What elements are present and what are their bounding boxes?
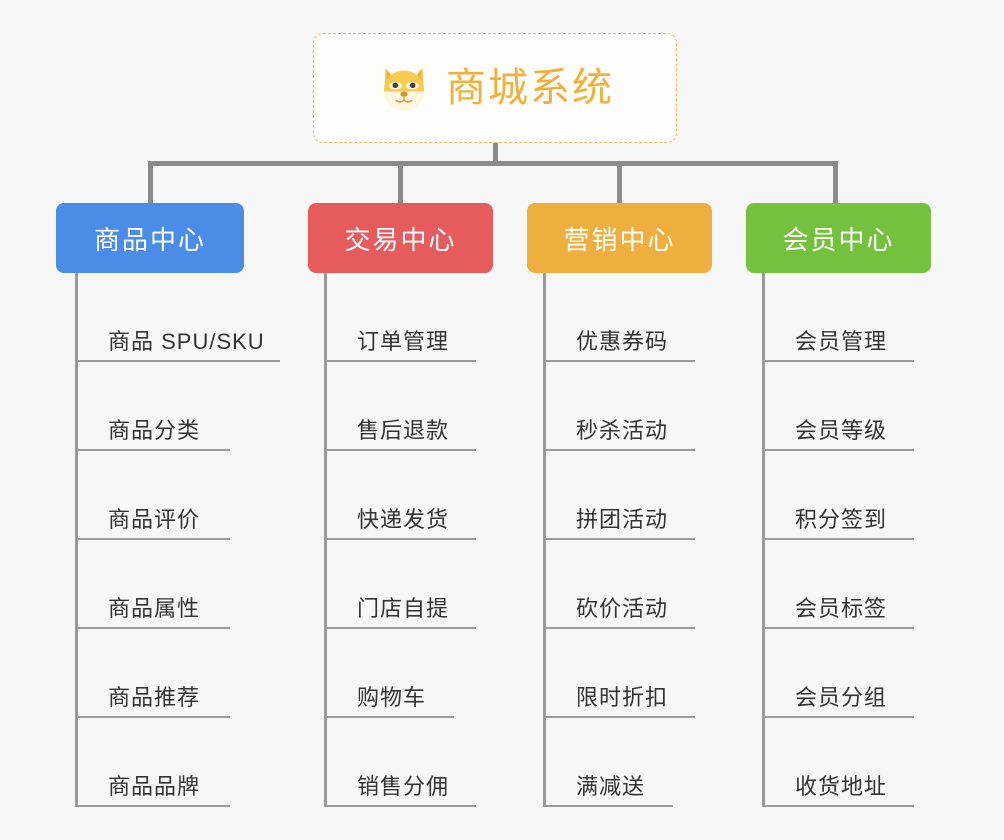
leaf-underline — [762, 627, 914, 629]
leaf-item[interactable]: 商品品牌 — [75, 718, 265, 807]
shiba-dog-face-icon — [376, 60, 432, 116]
leaf-underline — [75, 805, 230, 807]
leaf-item-label: 积分签到 — [795, 507, 888, 532]
leaf-underline — [75, 716, 230, 718]
connector-drop-marketing-center — [617, 161, 622, 203]
leaf-item-label: 砍价活动 — [576, 596, 669, 621]
leaf-underline — [75, 360, 280, 362]
leaf-item[interactable]: 满减送 — [543, 718, 673, 807]
leaf-item[interactable]: 限时折扣 — [543, 629, 695, 718]
leaf-column-product-center: 商品 SPU/SKU 商品分类 商品评价 商品属性 商品推荐 商品品牌 — [75, 273, 280, 807]
leaf-item-label: 商品分类 — [108, 418, 201, 443]
leaf-item[interactable]: 商品分类 — [75, 362, 265, 451]
connector-drop-member-center — [833, 161, 838, 203]
connector-root-stem — [493, 143, 498, 163]
category-header-label: 商品中心 — [93, 224, 206, 255]
leaf-item-label: 优惠券码 — [576, 329, 669, 354]
leaf-item[interactable]: 优惠券码 — [543, 273, 695, 362]
leaf-underline — [324, 805, 476, 807]
leaf-item[interactable]: 商品评价 — [75, 451, 265, 540]
leaf-item-label: 拼团活动 — [576, 507, 669, 532]
leaf-underline — [543, 716, 695, 718]
leaf-item[interactable]: 门店自提 — [324, 540, 476, 629]
leaf-underline — [543, 538, 695, 540]
leaf-underline — [762, 538, 914, 540]
leaf-item-label: 订单管理 — [357, 329, 450, 354]
leaf-underline — [324, 716, 454, 718]
leaf-item-label: 快递发货 — [357, 507, 450, 532]
connector-drop-product-center — [148, 161, 153, 203]
leaf-item-label: 会员等级 — [795, 418, 888, 443]
leaf-item[interactable]: 会员管理 — [762, 273, 914, 362]
leaf-item[interactable]: 商品 SPU/SKU — [75, 273, 280, 362]
category-header-marketing-center[interactable]: 营销中心 — [527, 203, 712, 273]
leaf-item-label: 收货地址 — [795, 774, 888, 799]
leaf-underline — [75, 538, 230, 540]
leaf-item[interactable]: 收货地址 — [762, 718, 914, 807]
leaf-column-trade-center: 订单管理 售后退款 快递发货 门店自提 购物车 销售分佣 — [324, 273, 476, 807]
leaf-item-label: 商品属性 — [108, 596, 201, 621]
leaf-underline — [324, 449, 476, 451]
leaf-underline — [543, 627, 695, 629]
leaf-underline — [543, 360, 695, 362]
leaf-rail — [75, 273, 78, 807]
leaf-underline — [762, 805, 914, 807]
leaf-underline — [762, 716, 914, 718]
leaf-item-label: 会员管理 — [795, 329, 888, 354]
leaf-item-label: 销售分佣 — [357, 774, 450, 799]
leaf-item[interactable]: 拼团活动 — [543, 451, 695, 540]
leaf-underline — [324, 360, 476, 362]
leaf-item-label: 秒杀活动 — [576, 418, 669, 443]
leaf-item[interactable]: 快递发货 — [324, 451, 476, 540]
category-header-label: 交易中心 — [344, 224, 457, 255]
leaf-underline — [762, 449, 914, 451]
leaf-item-label: 商品评价 — [108, 507, 201, 532]
leaf-item-label: 会员分组 — [795, 685, 888, 710]
leaf-underline — [324, 627, 476, 629]
connector-drop-trade-center — [398, 161, 403, 203]
leaf-underline — [75, 449, 230, 451]
leaf-item-label: 门店自提 — [357, 596, 450, 621]
leaf-item[interactable]: 商品推荐 — [75, 629, 265, 718]
leaf-item[interactable]: 售后退款 — [324, 362, 476, 451]
leaf-item-label: 商品品牌 — [108, 774, 201, 799]
leaf-underline — [75, 627, 230, 629]
leaf-item[interactable]: 商品属性 — [75, 540, 265, 629]
leaf-underline — [762, 360, 914, 362]
leaf-column-member-center: 会员管理 会员等级 积分签到 会员标签 会员分组 收货地址 — [762, 273, 914, 807]
leaf-column-marketing-center: 优惠券码 秒杀活动 拼团活动 砍价活动 限时折扣 满减送 — [543, 273, 695, 807]
leaf-item-label: 满减送 — [576, 774, 646, 799]
leaf-underline — [543, 805, 673, 807]
leaf-underline — [324, 538, 476, 540]
connector-horizontal-bar — [148, 161, 838, 166]
leaf-item[interactable]: 订单管理 — [324, 273, 476, 362]
category-header-trade-center[interactable]: 交易中心 — [308, 203, 493, 273]
leaf-rail — [543, 273, 546, 807]
leaf-underline — [543, 449, 695, 451]
root-node-label: 商城系统 — [446, 66, 614, 110]
leaf-item[interactable]: 会员分组 — [762, 629, 914, 718]
root-node-mall-system[interactable]: 商城系统 — [313, 33, 677, 143]
leaf-rail — [324, 273, 327, 807]
category-header-member-center[interactable]: 会员中心 — [746, 203, 931, 273]
leaf-item[interactable]: 购物车 — [324, 629, 454, 718]
leaf-item-label: 商品推荐 — [108, 685, 201, 710]
leaf-rail — [762, 273, 765, 807]
leaf-item-label: 购物车 — [357, 685, 427, 710]
category-header-label: 营销中心 — [563, 224, 676, 255]
leaf-item-label: 商品 SPU/SKU — [108, 329, 265, 354]
leaf-item[interactable]: 秒杀活动 — [543, 362, 695, 451]
leaf-item[interactable]: 积分签到 — [762, 451, 914, 540]
category-header-label: 会员中心 — [782, 224, 895, 255]
leaf-item-label: 会员标签 — [795, 596, 888, 621]
leaf-item[interactable]: 砍价活动 — [543, 540, 695, 629]
leaf-item-label: 售后退款 — [357, 418, 450, 443]
leaf-item[interactable]: 销售分佣 — [324, 718, 476, 807]
leaf-item-label: 限时折扣 — [576, 685, 669, 710]
leaf-item[interactable]: 会员标签 — [762, 540, 914, 629]
leaf-item[interactable]: 会员等级 — [762, 362, 914, 451]
category-header-product-center[interactable]: 商品中心 — [56, 203, 244, 273]
